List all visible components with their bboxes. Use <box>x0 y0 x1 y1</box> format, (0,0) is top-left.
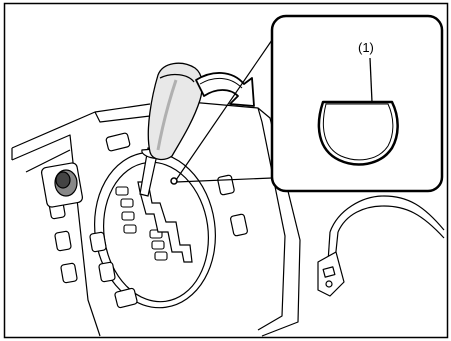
console-knob <box>41 162 83 208</box>
shift-knob <box>148 63 202 159</box>
seat-area <box>318 196 444 296</box>
callout-label: (1) <box>358 40 374 55</box>
indicator-window-icon <box>319 102 398 164</box>
